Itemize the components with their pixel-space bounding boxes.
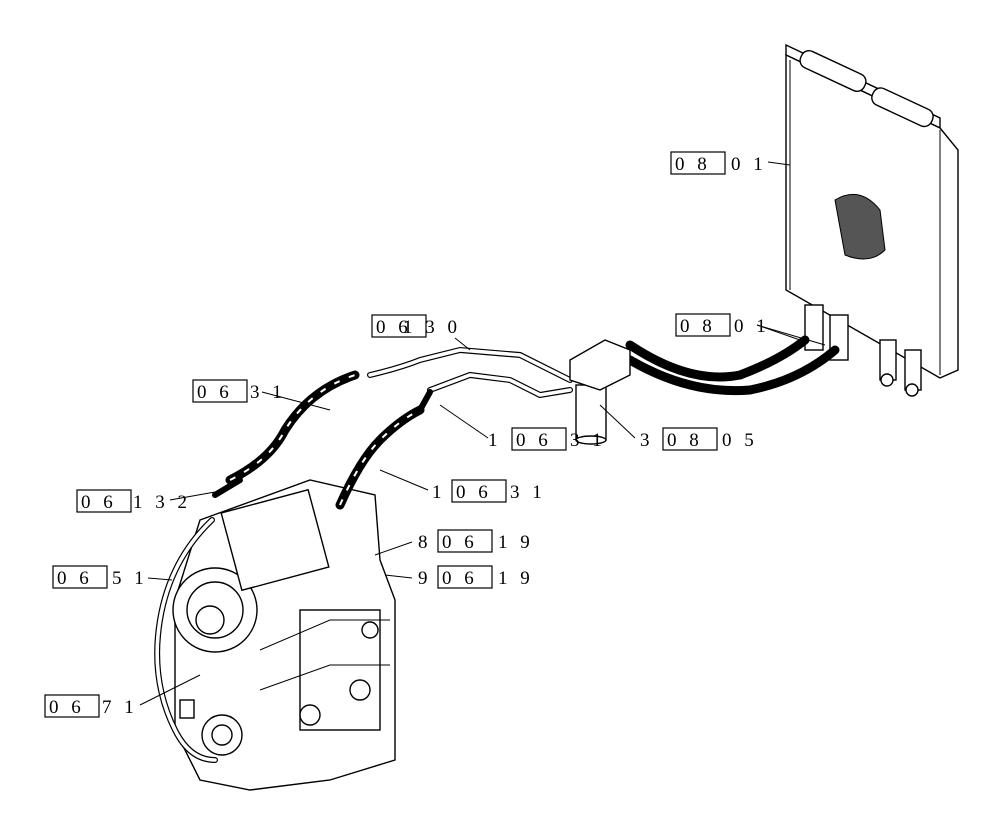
svg-text:7 1: 7 1 (102, 697, 138, 718)
callout-08-01: 0 8 0 1 (670, 151, 767, 175)
callout-06-31-top: 0 6 1 3 0 (371, 314, 461, 338)
svg-text:3 1: 3 1 (570, 430, 606, 451)
svg-text:0 1: 0 1 (731, 154, 767, 175)
hoses (225, 335, 840, 510)
tubes (212, 346, 573, 498)
callout-06-31-mid: 1 1 0 6 3 1 (488, 427, 606, 451)
svg-text:0 6: 0 6 (197, 382, 233, 403)
callout-06-51: 0 6 5 1 (52, 565, 148, 589)
svg-text:0 8: 0 8 (680, 316, 716, 337)
svg-text:0 6: 0 6 (456, 482, 492, 503)
svg-text:3 1: 3 1 (510, 482, 546, 503)
leader-lines (139, 161, 826, 706)
callout-06-31-lower: 1 0 6 3 1 (432, 479, 546, 503)
svg-text:1 3 0: 1 3 0 (403, 317, 461, 338)
svg-text:0 5: 0 5 (722, 430, 758, 451)
oil-cooler (785, 43, 959, 397)
svg-text:1 3 2: 1 3 2 (133, 492, 191, 513)
svg-text:0 8: 0 8 (675, 154, 711, 175)
svg-text:0 6: 0 6 (376, 317, 412, 338)
callout-08-05: 3 0 8 0 5 (640, 427, 758, 451)
callout-06-32: 0 6 1 3 2 (76, 489, 191, 513)
transmission (154, 479, 396, 791)
svg-text:1 9: 1 9 (498, 532, 534, 553)
svg-text:0 8: 0 8 (667, 430, 703, 451)
svg-text:0 6: 0 6 (442, 532, 478, 553)
callout-06-19-a: 8 0 6 1 9 (418, 529, 534, 553)
callout-06-71: 0 6 7 1 (44, 694, 138, 718)
svg-text:0 1: 0 1 (734, 316, 770, 337)
svg-text:3: 3 (640, 430, 654, 451)
svg-text:5 1: 5 1 (112, 568, 148, 589)
svg-text:1 9: 1 9 (498, 568, 534, 589)
callouts: 0 8 0 1 0 6 1 3 0 0 8 0 1 0 6 3 1 1 1 0 … (44, 151, 770, 718)
oil-filter (569, 339, 631, 445)
svg-text:0 6: 0 6 (516, 430, 552, 451)
callout-06-19-b: 9 0 6 1 9 (418, 565, 534, 589)
svg-text:0 6: 0 6 (57, 568, 93, 589)
svg-text:0 6: 0 6 (49, 697, 85, 718)
svg-text:0 6: 0 6 (81, 492, 117, 513)
svg-text:3 1: 3 1 (250, 382, 286, 403)
callout-08-01-lower: 0 8 0 1 (675, 313, 770, 337)
svg-text:9: 9 (418, 568, 432, 589)
callout-06-31-left: 0 6 3 1 (192, 379, 286, 403)
svg-text:0 6: 0 6 (442, 568, 478, 589)
svg-text:1: 1 (432, 482, 446, 503)
svg-text:8: 8 (418, 532, 432, 553)
